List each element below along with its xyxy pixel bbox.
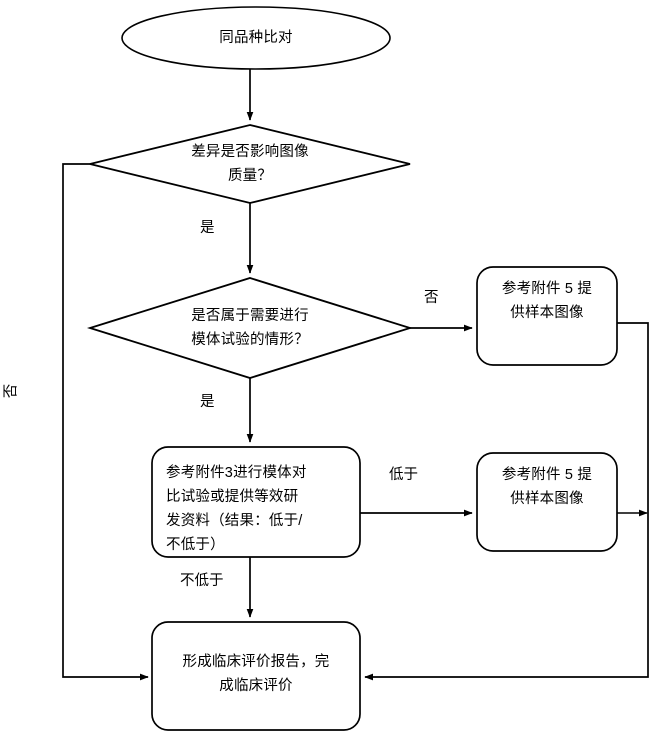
node-decision-image-quality[interactable] [90,125,410,203]
node-sample-image-mid[interactable] [477,453,617,551]
edge-label-not-lower-than: 不低于 [180,573,224,589]
node-process-phantom-test[interactable] [152,447,360,557]
edge-label-no-right: 否 [424,290,439,306]
edge-label-lower-than: 低于 [389,467,418,483]
edge-decision1-no-to-report [62,163,149,681]
node-sample-image-mid-shape [476,452,618,552]
node-start[interactable] [122,7,390,69]
edge-label-yes-decision1: 是 [200,220,215,236]
edge-label-yes-decision2: 是 [200,394,215,410]
node-sample-image-top-shape [476,266,618,366]
node-decision-phantom-test[interactable] [90,278,410,378]
node-sample-image-top[interactable] [477,267,617,365]
edge-label-no-left: 否 [3,383,20,399]
node-clinical-evaluation-report[interactable] [152,622,360,730]
node-process-phantom-shape [151,446,361,558]
node-report-shape [151,621,361,731]
edge-sample-top-to-rail [364,322,649,681]
node-start-shape [121,6,391,70]
